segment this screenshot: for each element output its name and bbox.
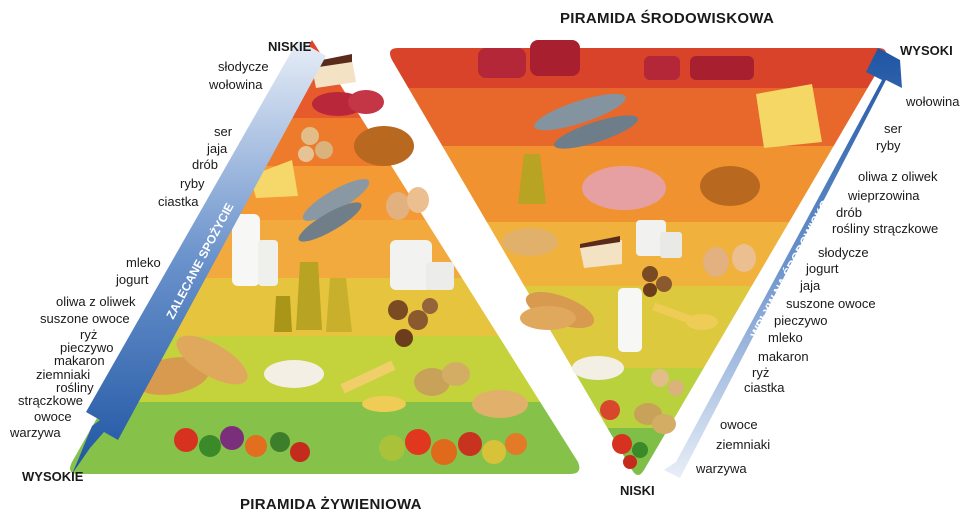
right-item-fish: ryby: [876, 139, 901, 153]
left-item-vegetables: warzywa: [10, 426, 61, 440]
rice-icon: [264, 360, 324, 388]
right-item-sweets: słodycze: [818, 246, 869, 260]
left-item-poultry: drób: [192, 158, 218, 172]
right-item-rice: ryż: [752, 366, 769, 380]
left-item-legumes: strączkowe: [18, 394, 83, 408]
right-item-cookies: ciastka: [744, 381, 784, 395]
left-item-sweets: słodycze: [218, 60, 269, 74]
left-item-beef: wołowina: [209, 78, 262, 92]
right-item-fruit: owoce: [720, 418, 758, 432]
left-scale-bottom: WYSOKIE: [22, 470, 83, 484]
band-1: [380, 44, 900, 88]
right-scale-bottom: NISKI: [620, 484, 655, 498]
left-item-pasta: makaron: [54, 354, 105, 368]
chicken-icon: [700, 166, 760, 206]
env-pyramid-title: PIRAMIDA ŚRODOWISKOWA: [560, 10, 774, 27]
right-item-yogurt: jogurt: [806, 262, 839, 276]
left-item-dried-fruit: suszone owoce: [40, 312, 130, 326]
left-item-cookies: ciastka: [158, 195, 198, 209]
rice-icon: [572, 356, 624, 380]
left-item-eggs: jaja: [207, 142, 227, 156]
left-item-milk: mleko: [126, 256, 161, 270]
left-item-olive-oil: oliwa z oliwek: [56, 295, 135, 309]
yogurt-icon: [390, 240, 454, 290]
right-item-vegetables: warzywa: [696, 462, 747, 476]
fruits-icon: [600, 400, 620, 420]
right-item-dried-fruit: suszone owoce: [786, 297, 876, 311]
left-item-fruit: owoce: [34, 410, 72, 424]
chickpeas-icon: [472, 390, 528, 418]
left-scale-top: NISKIE: [268, 40, 311, 54]
right-scale-top: WYSOKI: [900, 44, 953, 58]
right-item-pork: wieprzowina: [848, 189, 920, 203]
right-item-cheese: ser: [884, 122, 902, 136]
right-item-olive-oil: oliwa z oliwek: [858, 170, 937, 184]
left-item-fish: ryby: [180, 177, 205, 191]
band-2: [380, 88, 900, 146]
right-item-milk: mleko: [768, 331, 803, 345]
right-item-potatoes: ziemniaki: [716, 438, 770, 452]
pork-icon: [582, 166, 666, 210]
right-item-pasta: makaron: [758, 350, 809, 364]
food-pyramid-title: PIRAMIDA ŻYWIENIOWA: [240, 496, 422, 513]
right-item-eggs: jaja: [800, 279, 820, 293]
chickpeas-icon: [502, 228, 558, 256]
milk-icon: [618, 288, 642, 352]
right-item-bread: pieczywo: [774, 314, 827, 328]
right-item-poultry: drób: [836, 206, 862, 220]
right-item-beef: wołowina: [906, 95, 959, 109]
right-item-legumes: rośliny strączkowe: [832, 222, 938, 236]
chicken-icon: [354, 126, 414, 166]
left-item-yogurt: jogurt: [116, 273, 149, 287]
cheese-icon: [756, 84, 822, 148]
left-item-cheese: ser: [214, 125, 232, 139]
